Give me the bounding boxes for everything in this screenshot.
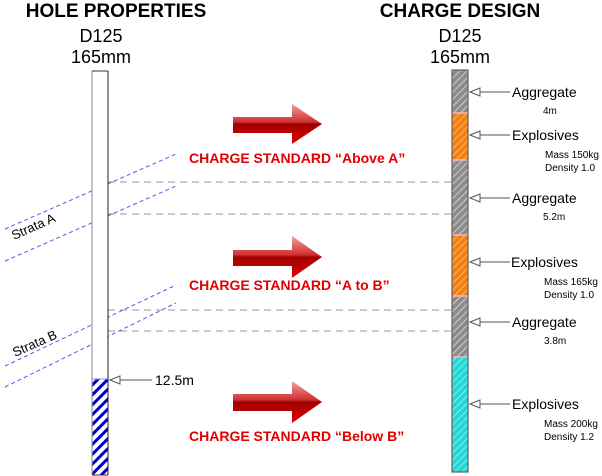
pointer-arrow-icon [468,87,481,97]
pointer-arrow-icon [468,317,481,327]
segment-label-explosives-3: Explosives Mass 200kg Density 1.2 [468,396,598,443]
hole-properties-title: HOLE PROPERTIES [26,1,207,22]
segment-label-aggregate-1: Aggregate 4m [468,84,577,117]
segment-aggregate-1 [452,70,468,113]
pointer-arrow-icon [468,193,481,203]
svg-text:Density 1.2: Density 1.2 [544,432,594,443]
arrow-right-icon [233,381,322,423]
water-zone [92,379,108,475]
charge-standard-below-b: CHARGE STANDARD “Below B” [189,428,404,444]
charge-standard-above-a: CHARGE STANDARD “Above A” [189,150,405,166]
segment-label-explosives-1: Explosives Mass 150kg Density 1.0 [468,127,599,174]
pointer-arrow-icon [108,375,121,385]
strata-b-label: Strata B [10,327,59,360]
charge-column [451,69,469,473]
svg-text:Mass 150kg: Mass 150kg [545,150,599,161]
svg-text:Explosives: Explosives [512,127,579,143]
svg-text:Density 1.0: Density 1.0 [544,290,594,301]
charge-diameter: 165mm [430,47,490,67]
segment-label-aggregate-3: Aggregate 3.8m [468,314,577,347]
pointer-arrow-icon [468,399,481,409]
svg-text:4m: 4m [543,106,557,117]
segment-aggregate-3 [452,296,468,357]
svg-text:Explosives: Explosives [512,396,579,412]
svg-text:Density 1.0: Density 1.0 [545,163,595,174]
charge-hole-code: D125 [438,26,481,46]
svg-text:Aggregate: Aggregate [512,314,577,330]
svg-text:Aggregate: Aggregate [512,84,577,100]
hole-code: D125 [79,26,122,46]
charge-design-title: CHARGE DESIGN [380,1,540,22]
svg-text:Aggregate: Aggregate [512,190,577,206]
strata-projection-lines [108,181,452,332]
segment-explosives-1 [452,113,468,160]
pointer-arrow-icon [468,130,481,140]
svg-text:3.8m: 3.8m [544,336,566,347]
strata-a-label: Strata A [9,210,58,243]
segment-aggregate-2 [452,160,468,235]
strata-a-boundary [4,153,177,262]
segment-explosives-2 [452,235,468,296]
water-level-label: 12.5m [155,372,194,388]
pointer-arrow-icon [468,257,481,267]
arrow-right-icon [233,104,322,144]
segment-label-explosives-2: Explosives Mass 165kg Density 1.0 [468,254,598,301]
segment-label-aggregate-2: Aggregate 5.2m [468,190,577,223]
segment-explosives-3 [452,357,468,472]
arrow-right-icon [233,236,322,278]
svg-text:Mass 200kg: Mass 200kg [544,419,598,430]
hole-diameter: 165mm [71,47,131,67]
svg-text:Explosives: Explosives [511,254,578,270]
hole-column [91,70,109,476]
svg-text:Mass 165kg: Mass 165kg [544,277,598,288]
strata-b-boundary [4,284,177,388]
charge-standard-a-to-b: CHARGE STANDARD “A to B” [189,277,390,293]
water-level-pointer: 12.5m [108,372,194,388]
svg-text:5.2m: 5.2m [543,212,565,223]
